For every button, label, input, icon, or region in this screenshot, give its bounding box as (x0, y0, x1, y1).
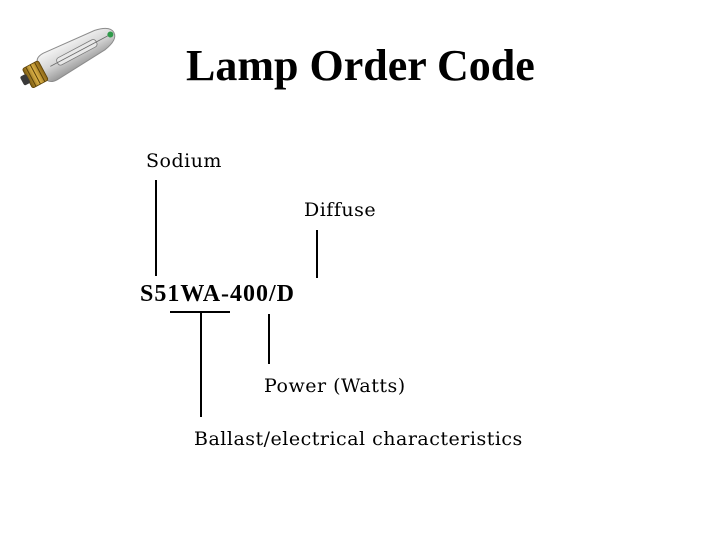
page-title: Lamp Order Code (186, 41, 535, 90)
underline-ballast-code (170, 311, 230, 313)
label-power: Power (Watts) (264, 375, 406, 397)
label-sodium: Sodium (146, 150, 222, 172)
sodium-lamp-bulb-icon (20, 27, 116, 89)
connector-ballast (200, 313, 202, 417)
order-code: S51WA-400/D (140, 281, 296, 307)
label-diffuse: Diffuse (304, 199, 377, 221)
connector-power (268, 314, 270, 364)
connector-sodium (155, 180, 157, 276)
connector-diffuse (316, 230, 318, 278)
label-ballast: Ballast/electrical characteristics (194, 428, 523, 450)
